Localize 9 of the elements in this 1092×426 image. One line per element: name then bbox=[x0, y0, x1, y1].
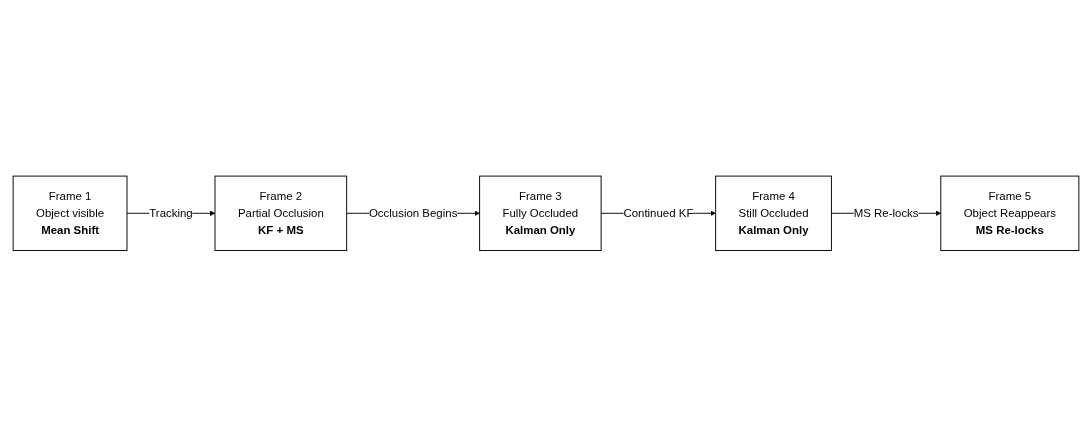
edge-label: Tracking bbox=[149, 206, 193, 220]
node-box: Frame 2 Partial Occlusion KF + MS bbox=[214, 175, 348, 251]
edge-label: Occlusion Begins bbox=[368, 206, 458, 220]
node-box: Frame 4 Still Occluded Kalman Only bbox=[715, 175, 832, 251]
edge-label: MS Re-locks bbox=[853, 206, 919, 220]
edge-label: Continued KF bbox=[623, 206, 694, 220]
node-box: Frame 3 Fully Occluded Kalman Only bbox=[479, 175, 602, 251]
node-box: Frame 5 Object Reappears MS Re-locks bbox=[940, 175, 1080, 251]
node-box: Frame 1 Object visible Mean Shift bbox=[12, 175, 128, 251]
